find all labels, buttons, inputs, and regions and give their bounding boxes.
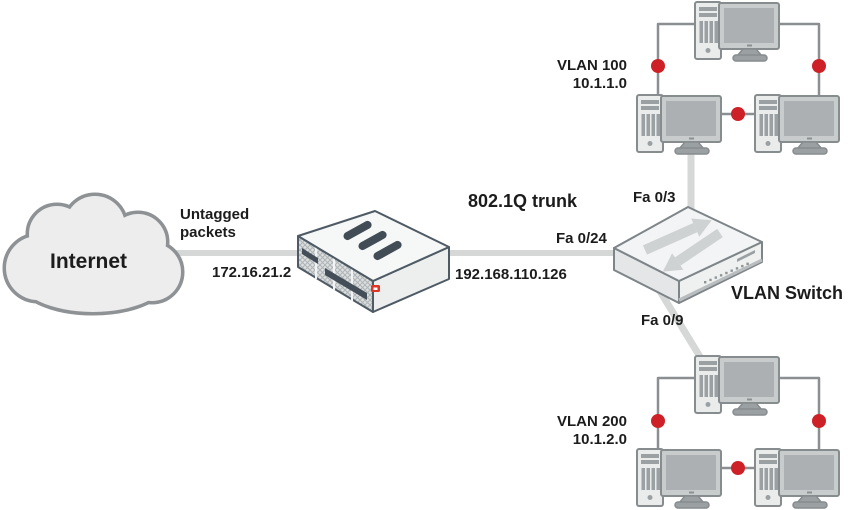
connection-dot bbox=[812, 59, 826, 73]
switch-port-fa024-label: Fa 0/24 bbox=[556, 230, 607, 247]
computer-icon bbox=[754, 448, 840, 509]
firewall-icon bbox=[297, 210, 450, 313]
vlan200-subnet: 10.1.2.0 bbox=[572, 431, 627, 448]
connection-dot bbox=[651, 59, 665, 73]
switch-arrows bbox=[642, 218, 723, 272]
untagged-packets-line1: Untagged bbox=[180, 206, 250, 223]
computer-icon bbox=[694, 1, 780, 62]
trunk-ip-label: 192.168.110.126 bbox=[455, 266, 567, 283]
connection-dot bbox=[812, 414, 826, 428]
switch-leds bbox=[704, 262, 749, 284]
vlan200-label: VLAN 200 10.1.2.0 bbox=[537, 413, 627, 449]
switch-port-fa03-label: Fa 0/3 bbox=[633, 189, 676, 206]
connection-dot bbox=[731, 107, 745, 121]
switch-port-fa09-label: Fa 0/9 bbox=[641, 312, 684, 329]
wan-ip-label: 172.16.21.2 bbox=[212, 264, 292, 281]
link-fa09 bbox=[655, 286, 705, 362]
vlan200-name: VLAN 200 bbox=[556, 413, 627, 430]
connection-dots bbox=[651, 59, 826, 475]
computer-icon bbox=[754, 94, 840, 155]
vlan100-label: VLAN 100 10.1.1.0 bbox=[537, 57, 627, 93]
vlan-switch-icon bbox=[613, 206, 763, 304]
trunk-label: 802.1Q trunk bbox=[468, 191, 578, 211]
internet-label: Internet bbox=[50, 250, 128, 273]
computer-icon bbox=[636, 448, 722, 509]
firewall-logo bbox=[371, 285, 380, 292]
computer-icon bbox=[636, 94, 722, 155]
untagged-packets-line2: packets bbox=[180, 224, 236, 241]
internet-cloud-icon bbox=[2, 192, 185, 316]
vlan-switch-label: VLAN Switch bbox=[731, 283, 844, 303]
firewall-vents bbox=[343, 220, 402, 261]
untagged-packets-label: Untagged packets bbox=[180, 206, 249, 242]
connection-dot bbox=[731, 461, 745, 475]
computer-icon bbox=[694, 355, 780, 416]
connection-dot bbox=[651, 414, 665, 428]
vlan100-subnet: 10.1.1.0 bbox=[572, 75, 627, 92]
vlan100-name: VLAN 100 bbox=[556, 57, 627, 74]
